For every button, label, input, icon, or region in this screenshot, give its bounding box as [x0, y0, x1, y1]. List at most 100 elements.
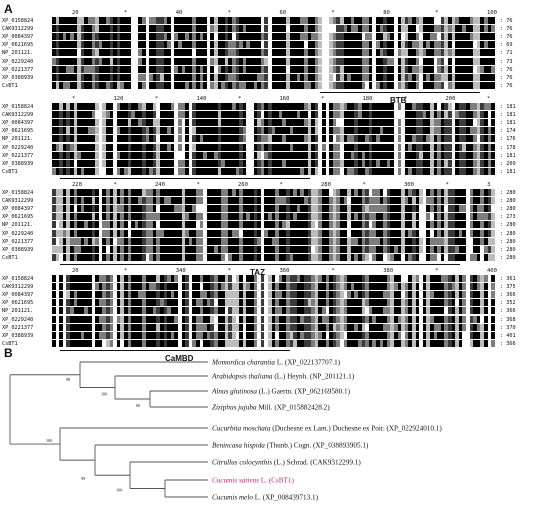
alignment-ruler-tick: * — [113, 182, 117, 188]
taxon-accession: (XP_008439713.1) — [261, 494, 319, 502]
sequence-end-position: : 76 — [500, 66, 513, 73]
taxon-species: Momordica charantia — [211, 359, 275, 367]
sequence-end-position: : 368 — [500, 316, 516, 323]
sequence-residues — [52, 197, 497, 205]
sequence-name: CsBT1 — [2, 82, 18, 89]
sequence-end-position: : 280 — [500, 190, 516, 196]
sequence-name: CsBT1 — [2, 254, 18, 261]
alignment-ruler-tick: * — [227, 268, 231, 274]
alignment-ruler-tick: 400 — [487, 268, 497, 274]
taxon-label: Cucurbita moschata (Duchesne ex Lam.) Du… — [212, 425, 442, 433]
sequence-name: CAK9312299 — [2, 198, 34, 205]
sequence-residues — [52, 189, 497, 196]
sequence-residues — [52, 151, 497, 159]
sequence-end-position: : 76 — [500, 34, 513, 41]
taxon-accession: (XP_022924010.1) — [385, 425, 443, 433]
taxon-species: Cucumis melo — [212, 494, 253, 502]
alignment-ruler-tick: * — [435, 10, 439, 16]
alignment-ruler-tick: * — [238, 96, 242, 102]
sequence-residues — [52, 275, 497, 282]
sequence-residues — [52, 205, 497, 213]
sequence-name: XP_0221377 — [2, 324, 34, 331]
sequence-name: XP_0388939 — [2, 246, 34, 253]
sequence-end-position: : 280 — [500, 222, 516, 229]
sequence-name: XP_0158824 — [2, 276, 34, 282]
bootstrap-value: 100 — [116, 487, 122, 492]
sequence-name: XP_0229240 — [2, 58, 34, 65]
sequence-residues — [52, 245, 497, 253]
alignment-ruler-tick: * — [435, 268, 439, 274]
alignment-ruler-tick: * — [279, 182, 283, 188]
sequence-end-position: : 178 — [500, 144, 516, 151]
bootstrap-value: 100 — [101, 392, 107, 397]
sequence-end-position: : 71 — [500, 50, 513, 57]
alignment-ruler-tick: 140 — [196, 96, 207, 102]
sequence-residues — [52, 127, 497, 135]
alignment-ruler-tick: * — [487, 96, 491, 102]
sequence-name: XP_0084397 — [2, 34, 34, 41]
alignment-ruler-tick: 160 — [279, 96, 290, 102]
alignment-ruler-tick: * — [321, 96, 325, 102]
alignment-ruler-tick: * — [227, 10, 231, 16]
alignment-ruler-tick: 340 — [175, 268, 186, 274]
taxon-label: Arabidopsis thaliana (L.) Heynh. (NP_201… — [211, 373, 355, 381]
sequence-name: XP_0229240 — [2, 144, 34, 151]
alignment-ruler-tick: 120 — [113, 96, 124, 102]
alignment-ruler-tick: 180 — [362, 96, 373, 102]
taxon-species: Cucumis sativus — [212, 477, 259, 485]
sequence-end-position: : 181 — [500, 104, 516, 110]
taxon-accession: (CsBT1) — [267, 477, 295, 485]
sequence-end-position: : 181 — [500, 120, 516, 127]
sequence-name: XP_0084397 — [2, 120, 34, 127]
sequence-end-position: : 76 — [500, 18, 513, 24]
phylogenetic-tree: 98 100 60 100 99 100 Momordica charantia L. (X… — [9, 359, 442, 502]
sequence-name: XP_0229240 — [2, 316, 34, 323]
taxon-species: Ziziphus jujuba — [212, 404, 257, 412]
alignment-ruler-tick: 20 — [72, 268, 79, 274]
sequence-end-position: : 352 — [500, 300, 516, 307]
sequence-residues — [52, 49, 497, 57]
taxon-accession: (NP_201121.1) — [308, 373, 355, 381]
sequence-end-position: : 366 — [500, 308, 516, 315]
taxon-authority: (Thunb.) Cogn. — [265, 442, 312, 450]
taxon-label: Citrullus colocynthis (L.) Schrad. (CAK9… — [212, 459, 361, 467]
sequence-end-position: : 401 — [500, 332, 516, 339]
domain-label: CaMBD — [165, 353, 194, 363]
sequence-residues — [52, 237, 497, 245]
sequence-residues — [52, 213, 497, 221]
sequence-residues — [52, 103, 497, 110]
sequence-residues — [52, 159, 497, 167]
sequence-end-position: : 280 — [500, 198, 516, 205]
alignment-ruler-tick: 220 — [72, 182, 82, 188]
taxon-authority: L. — [253, 494, 261, 502]
domain-underline — [60, 349, 290, 352]
taxon-label: Ziziphus jujuba Mill. (XP_015882428.2) — [212, 404, 330, 412]
taxon-accession: (XP_015882428.2) — [273, 404, 331, 412]
sequence-end-position: : 174 — [500, 128, 516, 135]
alignment-ruler-tick: * — [123, 10, 128, 16]
sequence-name: XP_0388939 — [2, 74, 34, 81]
sequence-name: NP_201121. — [2, 136, 34, 143]
panel-b-label: B — [4, 346, 13, 360]
alignment-ruler-tick: 360 — [279, 268, 290, 274]
alignment-ruler-tick: * — [445, 182, 449, 188]
bootstrap-value: 60 — [136, 403, 140, 408]
sequence-name: XP_0158824 — [2, 190, 34, 196]
sequence-end-position: : 76 — [500, 74, 513, 81]
taxon-species: Alnus glutinosa — [211, 388, 257, 396]
sequence-end-position: : 76 — [500, 26, 513, 33]
alignment-ruler-tick: 300 — [404, 182, 414, 188]
bootstrap-value: 100 — [46, 438, 52, 443]
sequence-name: XP_0388939 — [2, 160, 34, 167]
sequence-name: CsBT1 — [2, 168, 18, 175]
sequence-end-position: : 69 — [500, 42, 513, 49]
taxon-label: Benincasa hispida (Thunb.) Cogn. (XP_038… — [212, 442, 369, 450]
sequence-end-position: : 181 — [500, 112, 516, 119]
sequence-residues — [52, 253, 497, 261]
sequence-residues — [52, 339, 497, 347]
bootstrap-value: 99 — [81, 476, 85, 481]
sequence-end-position: : 181 — [500, 152, 516, 159]
sequence-end-position: : 181 — [500, 168, 516, 175]
sequence-end-position: : 209 — [500, 160, 516, 167]
bootstrap-value: 98 — [66, 377, 70, 382]
